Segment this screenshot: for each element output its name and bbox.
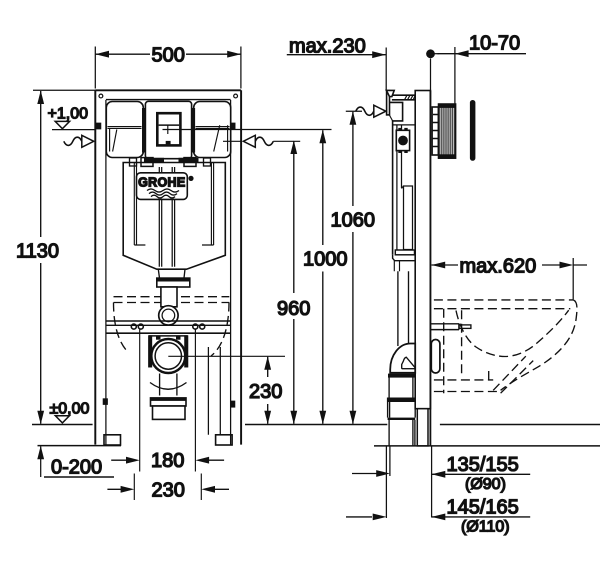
svg-text:+1,00: +1,00: [48, 106, 89, 123]
svg-text:(Ø90): (Ø90): [465, 476, 506, 493]
svg-text:180: 180: [151, 450, 184, 472]
svg-text:230: 230: [152, 480, 185, 502]
svg-text:±0,00: ±0,00: [50, 401, 90, 418]
svg-text:145/165: 145/165: [447, 497, 519, 519]
svg-text:(Ø110): (Ø110): [461, 519, 510, 536]
svg-text:135/155: 135/155: [447, 454, 519, 476]
svg-text:230: 230: [249, 381, 282, 403]
svg-text:max.620: max.620: [460, 255, 537, 277]
svg-text:10-70: 10-70: [469, 33, 520, 55]
svg-text:GROHE: GROHE: [138, 176, 185, 190]
svg-text:1000: 1000: [303, 249, 348, 271]
svg-text:1060: 1060: [331, 209, 376, 231]
svg-text:max.230: max.230: [289, 36, 366, 58]
svg-text:500: 500: [152, 44, 185, 66]
svg-text:1130: 1130: [16, 241, 59, 263]
svg-text:0-200: 0-200: [51, 457, 102, 479]
svg-text:960: 960: [277, 298, 310, 320]
